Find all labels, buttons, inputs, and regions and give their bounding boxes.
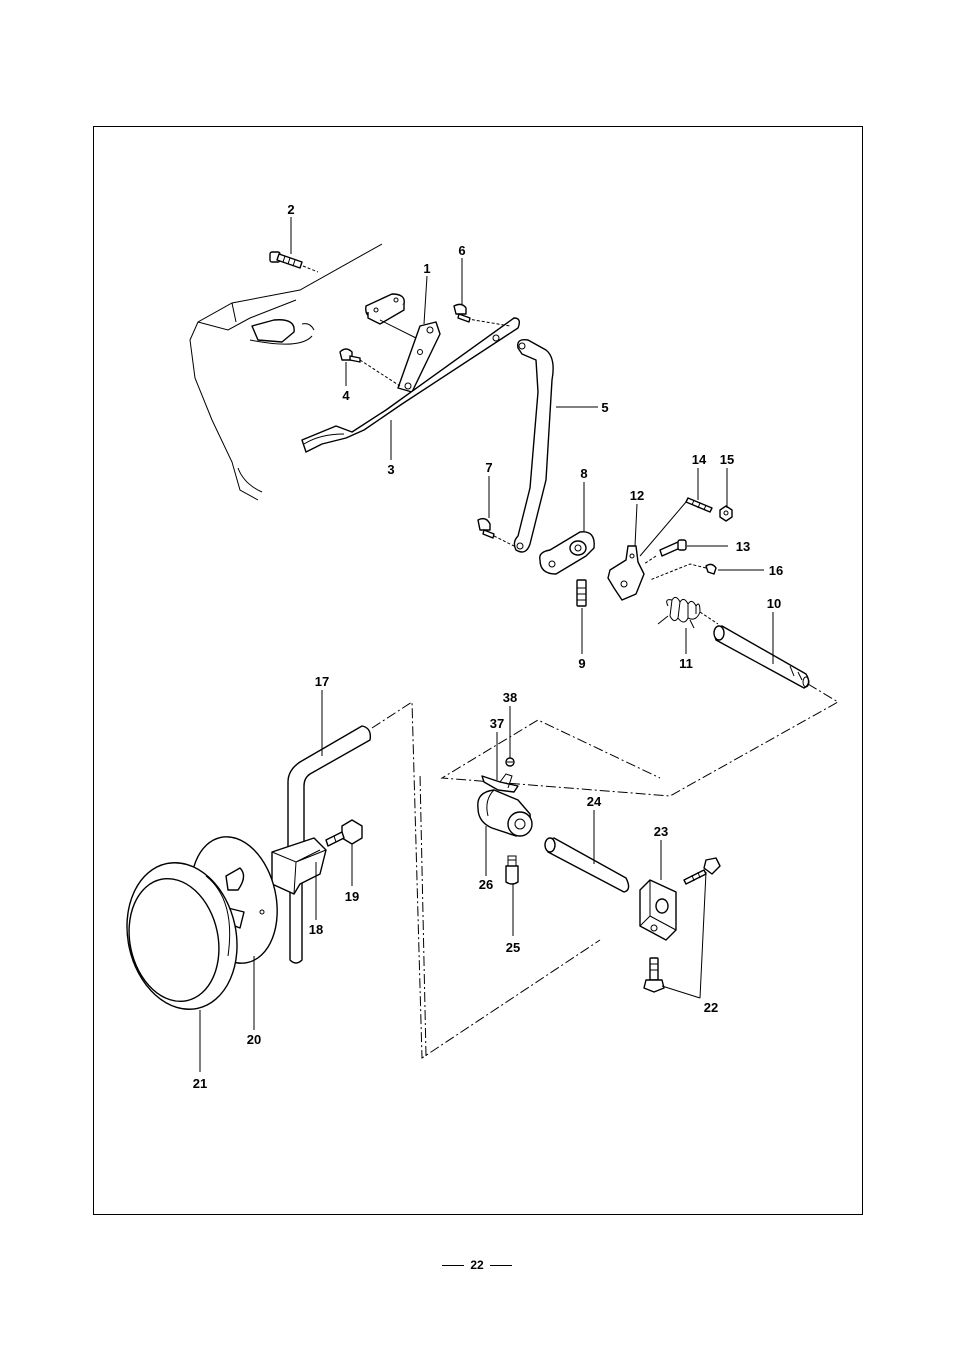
- footer-rule-right: [490, 1265, 512, 1266]
- callout-18: 18: [309, 922, 323, 937]
- callout-11: 11: [679, 656, 693, 671]
- crank-part-8: [540, 532, 595, 574]
- lever-part-3: [302, 318, 519, 452]
- callout-3: 3: [387, 462, 394, 477]
- block-part-23: [640, 880, 676, 940]
- screw-part-6: [454, 304, 470, 322]
- setscrew-part-25: [506, 856, 518, 884]
- callout-12: 12: [630, 488, 644, 503]
- lever-part-12: [608, 546, 644, 600]
- callout-5: 5: [601, 400, 608, 415]
- callout-14: 14: [692, 452, 707, 467]
- callout-1: 1: [423, 261, 430, 276]
- callout-26: 26: [479, 877, 493, 892]
- callout-2: 2: [287, 202, 294, 217]
- screw-part-2: [270, 252, 318, 272]
- callout-23: 23: [654, 824, 668, 839]
- callout-20: 20: [247, 1032, 261, 1047]
- footer-rule-left: [442, 1265, 464, 1266]
- page-footer: 22: [0, 1258, 954, 1272]
- callout-4: 4: [342, 388, 350, 403]
- screw-part-9: [577, 580, 586, 606]
- bracket-part-1: [366, 294, 440, 392]
- callout-17: 17: [315, 674, 329, 689]
- spring-part-11: [658, 597, 718, 628]
- page-number: 22: [470, 1258, 483, 1272]
- callout-13: 13: [736, 539, 750, 554]
- callout-19: 19: [345, 889, 359, 904]
- callout-10: 10: [767, 596, 781, 611]
- callout-7: 7: [485, 460, 492, 475]
- nut-part-15: [720, 506, 732, 521]
- pin-part-24: [545, 838, 629, 892]
- screw-part-38: [506, 758, 514, 766]
- screw-part-16: [650, 564, 716, 580]
- spring-plate-part-37: [482, 774, 518, 792]
- callout-6: 6: [458, 243, 465, 258]
- callout-8: 8: [580, 466, 587, 481]
- assembly-line-a: [442, 684, 838, 796]
- screw-part-4: [340, 349, 400, 386]
- callout-16: 16: [769, 563, 783, 578]
- callout-9: 9: [578, 656, 585, 671]
- callout-37: 37: [490, 716, 504, 731]
- bracket-part-18: [272, 838, 326, 894]
- screw-part-7: [478, 519, 514, 546]
- bolt-part-19: [326, 820, 362, 846]
- callout-15: 15: [720, 452, 734, 467]
- machine-body: [190, 244, 382, 500]
- shaft-part-10: [714, 626, 809, 688]
- callout-22: 22: [704, 1000, 718, 1015]
- callout-24: 24: [587, 794, 602, 809]
- callout-21: 21: [193, 1076, 207, 1091]
- assembly-line-c: [420, 774, 426, 1056]
- callout-38: 38: [503, 690, 517, 705]
- callout-25: 25: [506, 940, 520, 955]
- rod-part-5: [514, 340, 553, 552]
